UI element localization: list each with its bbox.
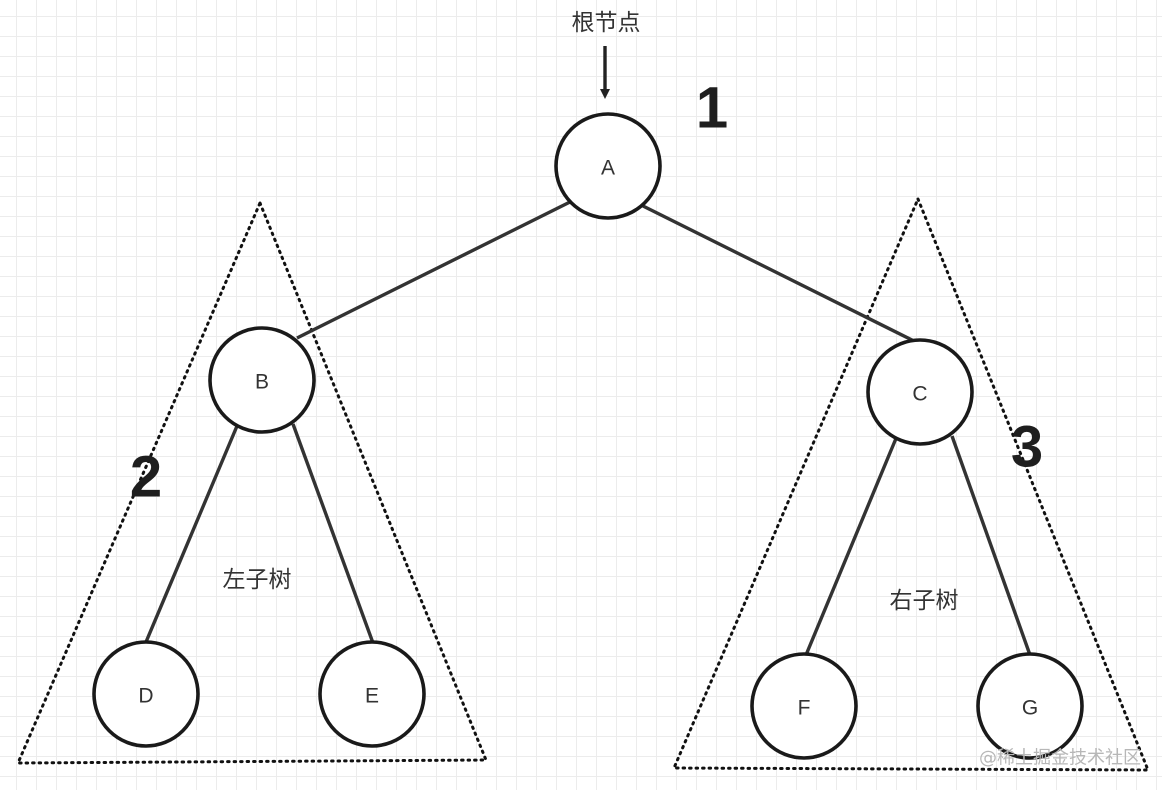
region-number-right: 3	[1011, 415, 1043, 480]
edge-b-e	[291, 423, 375, 644]
region-number-left: 2	[130, 445, 162, 510]
edge-c-g	[950, 435, 1032, 656]
edge-b-d	[144, 425, 239, 643]
node-label-c: C	[912, 383, 927, 406]
right-subtree-label: 右子树	[890, 588, 959, 614]
tree-node-b: B	[208, 326, 316, 434]
edge-a-b	[296, 199, 573, 340]
edge-c-f	[804, 435, 899, 656]
node-label-g: G	[1022, 697, 1038, 720]
node-label-e: E	[365, 685, 379, 708]
node-label-f: F	[798, 697, 811, 720]
tree-node-d: D	[92, 640, 200, 748]
tree-node-e: E	[318, 640, 426, 748]
node-label-d: D	[138, 685, 153, 708]
root-node-caption: 根节点	[572, 10, 641, 36]
node-label-b: B	[255, 371, 269, 394]
watermark-text: @稀土掘金技术社区	[979, 748, 1141, 769]
node-label-a: A	[601, 157, 615, 180]
tree-node-a: A	[554, 112, 662, 220]
tree-node-g: G	[976, 652, 1084, 760]
tree-node-f: F	[750, 652, 858, 760]
left-subtree-outline	[15, 199, 489, 765]
region-number-root: 1	[696, 76, 728, 141]
tree-node-c: C	[866, 338, 974, 446]
left-subtree-label: 左子树	[223, 567, 292, 593]
edge-a-c	[642, 204, 919, 345]
right-subtree-outline	[671, 195, 1151, 772]
